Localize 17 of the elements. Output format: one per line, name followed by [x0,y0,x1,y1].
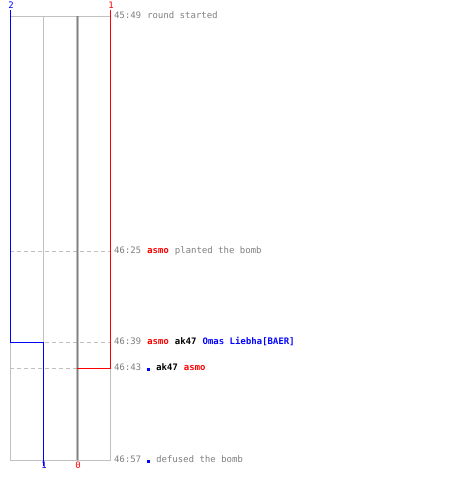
event-text: planted the bomb [174,245,262,257]
axis-tick-label: 0 [75,461,81,471]
player-name: Omas Liebha[BAER] [202,336,295,348]
event-text: defused the bomb [156,454,243,466]
player-name: asmo [184,362,206,374]
player-name: asmo [147,245,169,257]
player-name: asmo [147,336,169,348]
weapon-name: ak47 [156,362,178,374]
timestamp: 46:43 [114,362,142,374]
timestamp: 46:25 [114,245,142,257]
timestamp: 45:49 [114,10,142,22]
axis-tick-label: 1 [108,1,114,11]
timestamp: 46:39 [114,336,142,348]
weapon-name: ak47 [174,336,196,348]
event-text: round started [147,10,218,22]
axis-tick-label: 2 [8,1,14,11]
timestamp: 46:57 [114,454,142,466]
